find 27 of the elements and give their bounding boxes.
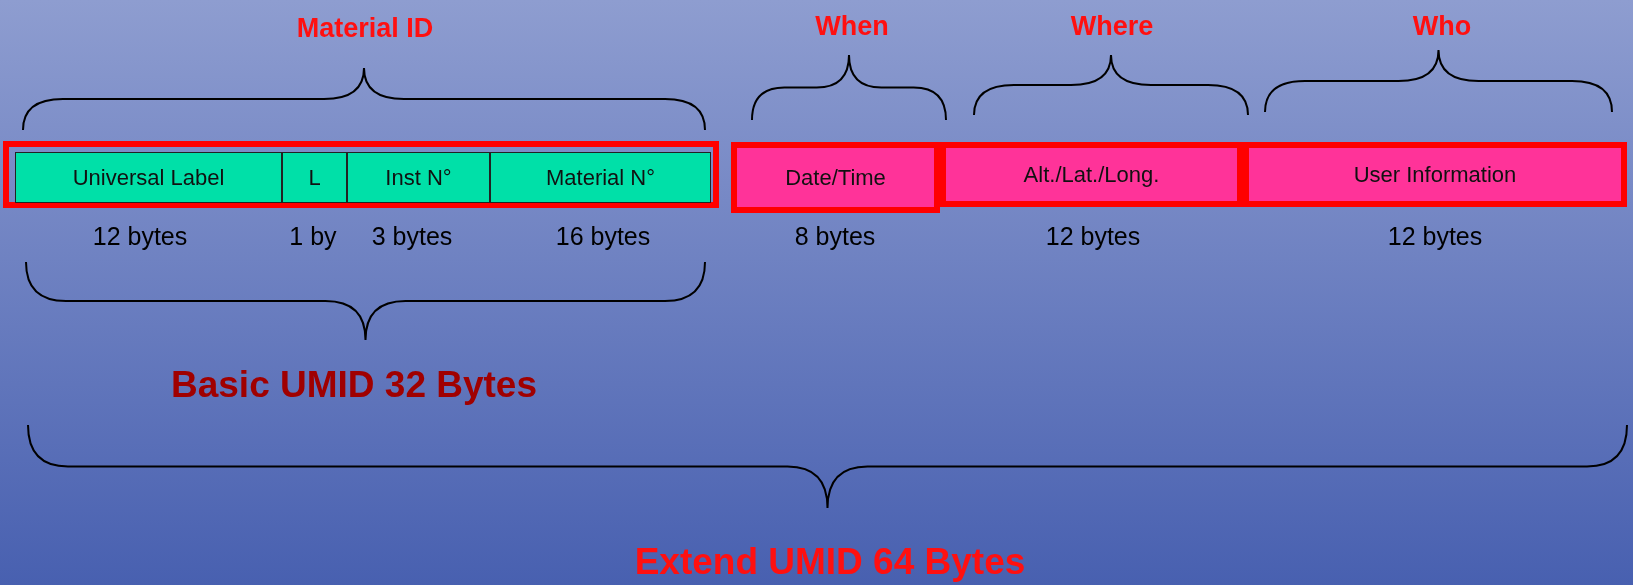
- byte-count: 16 bytes: [555, 222, 651, 251]
- field-cell: [490, 152, 711, 203]
- byte-count: 1 by: [289, 222, 337, 251]
- field-cell: [347, 152, 490, 203]
- brace-label: Extend UMID 64 Bytes: [634, 541, 1026, 583]
- field-cell: [731, 142, 940, 213]
- field-name: L: [308, 164, 321, 191]
- field-cell: [15, 152, 282, 203]
- group-heading: When: [815, 10, 889, 42]
- group-heading: Where: [1070, 10, 1154, 42]
- field-name: Date/Time: [785, 164, 886, 191]
- field-name: User Information: [1353, 161, 1517, 188]
- group-heading: Material ID: [296, 12, 434, 44]
- byte-count: 8 bytes: [794, 222, 876, 251]
- field-frame: [3, 141, 719, 208]
- field-name: Material N°: [545, 164, 655, 191]
- brace-label: Basic UMID 32 Bytes: [171, 364, 537, 406]
- field-cell: [1243, 142, 1627, 207]
- byte-count: 12 bytes: [1387, 222, 1483, 251]
- field-name: Universal Label: [72, 164, 225, 191]
- field-cell: [282, 152, 347, 203]
- byte-count: 12 bytes: [1045, 222, 1141, 251]
- field-name: Alt./Lat./Long.: [1023, 161, 1160, 188]
- group-heading: Who: [1412, 10, 1472, 42]
- field-name: Inst N°: [385, 164, 452, 191]
- byte-count: 3 bytes: [371, 222, 453, 251]
- byte-count: 12 bytes: [92, 222, 188, 251]
